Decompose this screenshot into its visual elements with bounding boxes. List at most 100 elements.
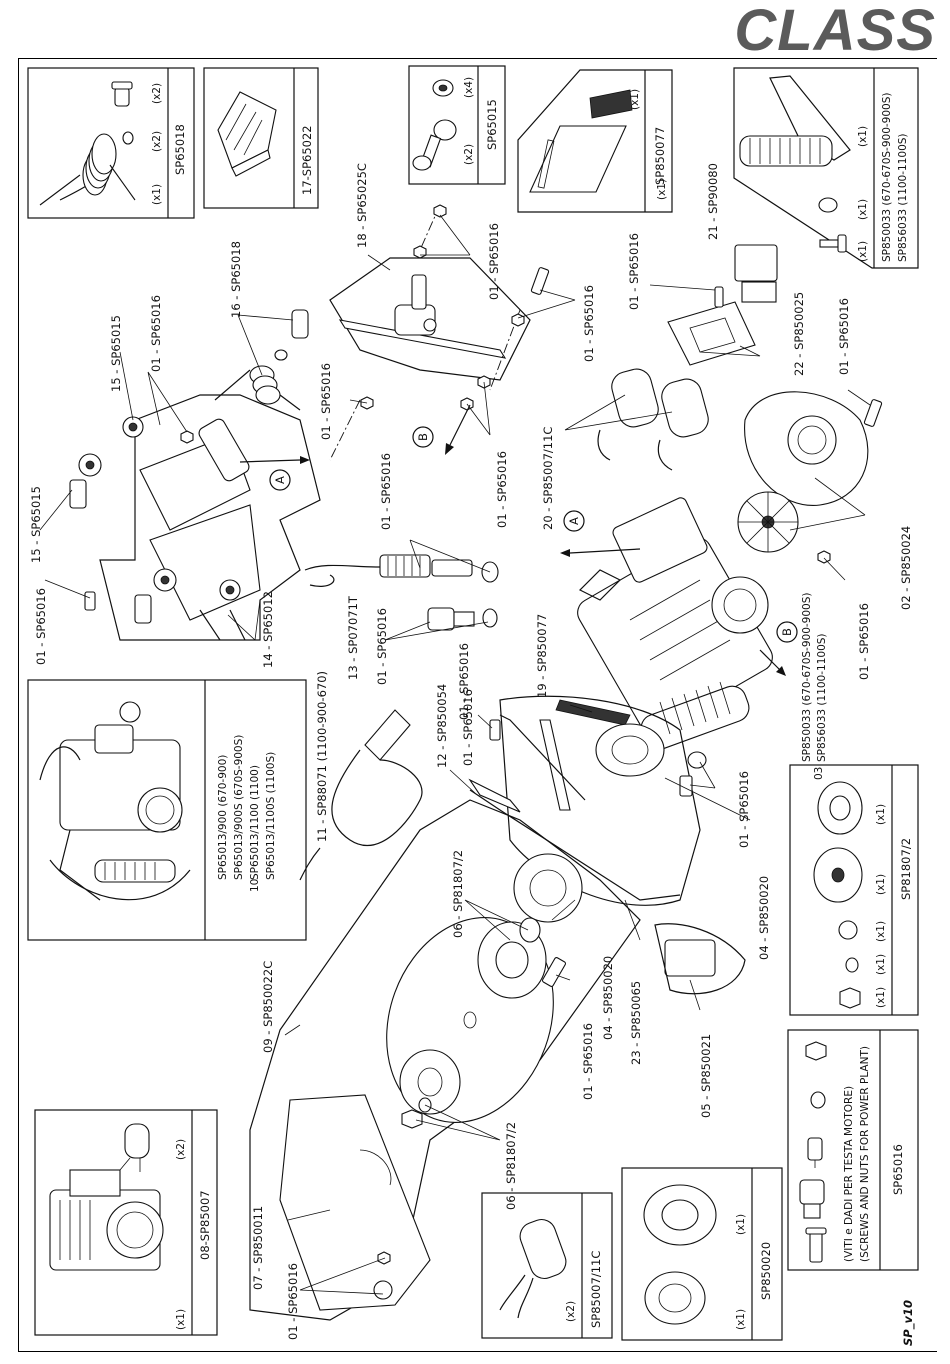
kit-code-sp850020: SP850020 (759, 1242, 773, 1300)
motor-part (49, 1169, 164, 1271)
callout-07: 07 - SP850011 (251, 1206, 265, 1290)
model-line: SP65013/1100 (1100) (249, 765, 261, 880)
power-cable-part (304, 554, 499, 587)
callout-01: 01 - SP65016 (627, 233, 641, 310)
kit-code-sp85007: 08-SP85007 (198, 1190, 212, 1260)
motor-code-num: 03 (813, 767, 825, 780)
clamp-assembly (329, 257, 531, 381)
nut-part (805, 1041, 827, 1061)
flange-part (595, 723, 665, 777)
kit-code-sp850077: SP850077 (653, 127, 667, 185)
cover-plate-part (279, 1094, 431, 1311)
qty-label: (x2) (565, 1301, 577, 1322)
marker-a-label: A (567, 517, 581, 525)
screw-part (819, 234, 847, 253)
callout-23: 23 - SP850065 (629, 981, 643, 1065)
callout-01: 01 - SP65016 (379, 453, 393, 530)
washer-part (687, 751, 707, 769)
callout-20: 20 - SP85007/11C (541, 427, 555, 530)
capacitor-part (119, 1123, 150, 1172)
callout-02: 02 - SP850024 (899, 526, 913, 610)
qty-label: (x1) (175, 1309, 187, 1330)
callout-01: 01 - SP65016 (461, 689, 475, 766)
model-line: SP65013/900S (670S-900S) (233, 735, 245, 880)
long-screw-part (805, 1227, 827, 1263)
callout-18: 18 - SP65025C (355, 163, 369, 248)
qty-label: (x4) (463, 77, 475, 98)
leader-lines (39, 214, 871, 1295)
capacitor-part (499, 1218, 567, 1319)
callout-14: 14 - SP65012 (261, 591, 275, 668)
callout-13: 13 - SP07071T (346, 595, 360, 680)
gasket-part (644, 1271, 706, 1325)
gasket-strip-part (589, 89, 633, 119)
callout-05: 05 - SP850021 (699, 1034, 713, 1118)
pin-part (111, 81, 133, 107)
callout-15: 15 - SP65015 (109, 315, 123, 392)
marker-b-label: B (416, 433, 430, 441)
callout-16: 16 - SP65018 (229, 241, 243, 318)
callout-01: 01 - SP65016 (582, 285, 596, 362)
callout-21: 21 - SP90080 (706, 163, 720, 240)
marker-b-upper (412, 404, 471, 455)
washer-part (274, 349, 288, 361)
callout-04: 04 - SP850020 (757, 876, 771, 960)
callout-19: 19 - SP850077 (535, 614, 549, 698)
washer-part (810, 1091, 826, 1109)
kit-code-sp65018: SP65018 (173, 124, 187, 175)
marker-b-label: B (780, 628, 794, 636)
plate-slot (537, 139, 555, 189)
callout-01: 01 - SP65016 (319, 363, 333, 440)
callout-01: 01 - SP65016 (737, 771, 751, 848)
kit-code-sp65022: 17-SP65022 (300, 125, 314, 195)
bearing-pin-part (412, 79, 457, 171)
switch-frame-part (667, 301, 756, 366)
kit-desc-en: (SCREWS AND NUTS FOR POWER PLANT) (859, 1046, 871, 1262)
callout-01: 01 - SP65016 (375, 608, 389, 685)
kit-box-sp850033: SP850033 (670-670S-900-900S) SP856033 (1… (733, 67, 919, 269)
assembled-sander-part (39, 701, 191, 901)
callout-09: 09 - SP850022C (261, 961, 275, 1053)
flange-part (813, 847, 863, 903)
model-line: SP65013/900 (670-900) (217, 755, 229, 880)
bracket-part (468, 714, 586, 813)
plug-cable-part (299, 709, 423, 881)
model-line: SP65013/1100S (1100S) (265, 752, 277, 880)
motor-code-line2: SP856033 (1100-1100S) (816, 633, 828, 762)
qty-label: (x2) (175, 1139, 187, 1160)
kit-code-sp850071: SP85007/11C (589, 1251, 603, 1328)
callout-04: 04 - SP850020 (601, 956, 615, 1040)
callout-01: 01 - SP65016 (495, 451, 509, 528)
callout-01: 01 - SP65016 (837, 298, 851, 375)
callout-01: 01 - SP65016 (457, 643, 471, 720)
qty-label: (x2) (151, 83, 163, 104)
qty-label: (x1) (875, 987, 887, 1008)
qty-label: (x1) (875, 804, 887, 825)
kit-box-sp850077: SP850077 (x1) (x1) (517, 69, 673, 213)
gland-part (799, 1179, 825, 1219)
callout-01: 01 - SP65016 (149, 295, 163, 372)
spring-part (214, 365, 301, 411)
fan-part (737, 491, 799, 553)
sanding-disc-part (386, 917, 554, 1123)
qty-label: (x1) (629, 89, 641, 110)
washer-part (122, 131, 134, 145)
kit-code-sp65015: SP65015 (485, 99, 499, 150)
qty-label: (x1) (735, 1309, 747, 1330)
clip-part (654, 923, 746, 995)
kit-box-sp85007: 08-SP85007 (x1) (x2) (34, 1109, 218, 1336)
qty-label: (x1) (735, 1214, 747, 1235)
callout-01: 01 - SP65016 (34, 588, 48, 665)
marker-a-label: A (273, 476, 287, 484)
callout-06: 06 - SP81807/2 (451, 850, 465, 938)
qty-label: (x1) (656, 179, 668, 200)
screw-part (84, 267, 883, 797)
motor-assembly (577, 497, 773, 751)
qty-label: (x1) (151, 184, 163, 205)
callout-01: 01 - SP65016 (286, 1263, 300, 1340)
qty-label: (x2) (151, 131, 163, 152)
kit-desc-it: (VITI e DADI PER TESTA MOTORE) (843, 1086, 855, 1262)
kit-box-sp65022: 17-SP65022 (203, 67, 319, 209)
motor-code-line1: SP850033 (670-670S-900-900S) (801, 593, 813, 762)
kit-box-sp850020: SP850020 (x1) (x1) (621, 1167, 783, 1341)
